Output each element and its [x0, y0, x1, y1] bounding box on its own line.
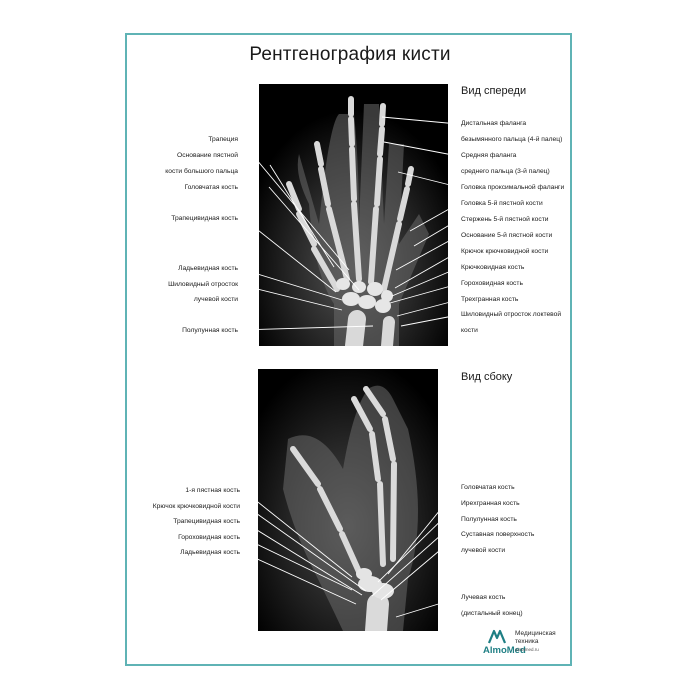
label-radial-styloid-1: Шиловидный отросток: [168, 281, 238, 288]
label-trapezoid-side: Трапецивидная кость: [173, 518, 240, 525]
label-radius-distal-2: (дистальный конец): [461, 610, 523, 617]
label-capitate-side: Головчатая кость: [461, 484, 515, 491]
label-radius-articular-1: Суставная поверхность: [461, 531, 535, 538]
logo-brand-name: AlmoMed: [483, 645, 526, 656]
label-middle-phalanx-1: Средняя фаланга: [461, 152, 517, 159]
label-distal-phalanx-1: Дистальная фаланга: [461, 120, 527, 127]
label-capitate-front: Головчатая кость: [184, 184, 238, 191]
label-lunate-side: Полулунная кость: [461, 516, 517, 523]
side-view-heading: Вид сбоку: [461, 371, 513, 383]
logo-url: almamed.ru: [515, 647, 539, 652]
side-xray-image: [258, 369, 438, 631]
label-thumb-metacarpal-base-1: Основание пястной: [177, 152, 238, 159]
label-radius-distal-1: Лучевая кость: [461, 594, 506, 601]
label-thumb-metacarpal-base-2: кости большого пальца: [165, 168, 238, 175]
label-hamate-hook-front: Крючок крючковидной кости: [461, 248, 549, 255]
label-lunate-front: Полулунная кость: [182, 327, 238, 334]
label-5th-metacarpal-head: Головка 5-й пястной кости: [461, 200, 543, 207]
logo-tagline-2: техника: [515, 638, 539, 645]
label-1st-metacarpal: 1-я пястная кость: [185, 487, 240, 494]
label-ulnar-styloid-1: Шиловидный отросток локтевой: [461, 311, 562, 318]
label-triquetrum-side: Иреxгранная кость: [461, 500, 520, 507]
label-middle-phalanx-2: среднего пальца (3-й палец): [461, 168, 550, 175]
almomed-logo-icon: [488, 629, 506, 644]
front-hand-bones: [259, 84, 448, 346]
label-scaphoid-side: Ладьевидная кость: [180, 549, 240, 556]
label-hamate-front: Крючковидная кость: [461, 264, 525, 271]
almomed-logo: AlmoMed Медицинская техника almamed.ru: [483, 628, 573, 664]
front-xray-image: [259, 84, 448, 346]
front-view-heading: Вид спереди: [461, 85, 527, 97]
label-hamate-hook-side: Крючок крючковидной кости: [152, 503, 240, 510]
label-ulnar-styloid-2: кости: [461, 327, 478, 334]
label-5th-metacarpal-base: Основание 5-й пястной кости: [461, 232, 553, 239]
side-hand-bones: [258, 369, 438, 631]
label-scaphoid-front: Ладьевидная кость: [178, 265, 238, 272]
label-pisiform-front: Гороховидная кость: [461, 280, 523, 287]
label-triquetrum-front: Трехгранная кость: [461, 296, 519, 303]
label-pisiform-side: Гороховидная кость: [178, 534, 240, 541]
label-radius-articular-2: лучевой кости: [461, 547, 506, 554]
label-proximal-phalanx-head: Головка проксимальной фаланги: [461, 184, 565, 191]
label-trapezoid-front: Трапецивидная кость: [171, 215, 238, 222]
poster-title: Рентгенография кисти: [249, 44, 451, 65]
label-5th-metacarpal-shaft: Стержень 5-й пястной кости: [461, 216, 549, 223]
label-distal-phalanx-2: безымянного пальца (4-й палец): [461, 136, 563, 143]
logo-tagline-1: Медицинская: [515, 630, 556, 637]
label-radial-styloid-2: лучевой кости: [193, 296, 238, 303]
label-trapezium: Трапеция: [208, 136, 238, 143]
